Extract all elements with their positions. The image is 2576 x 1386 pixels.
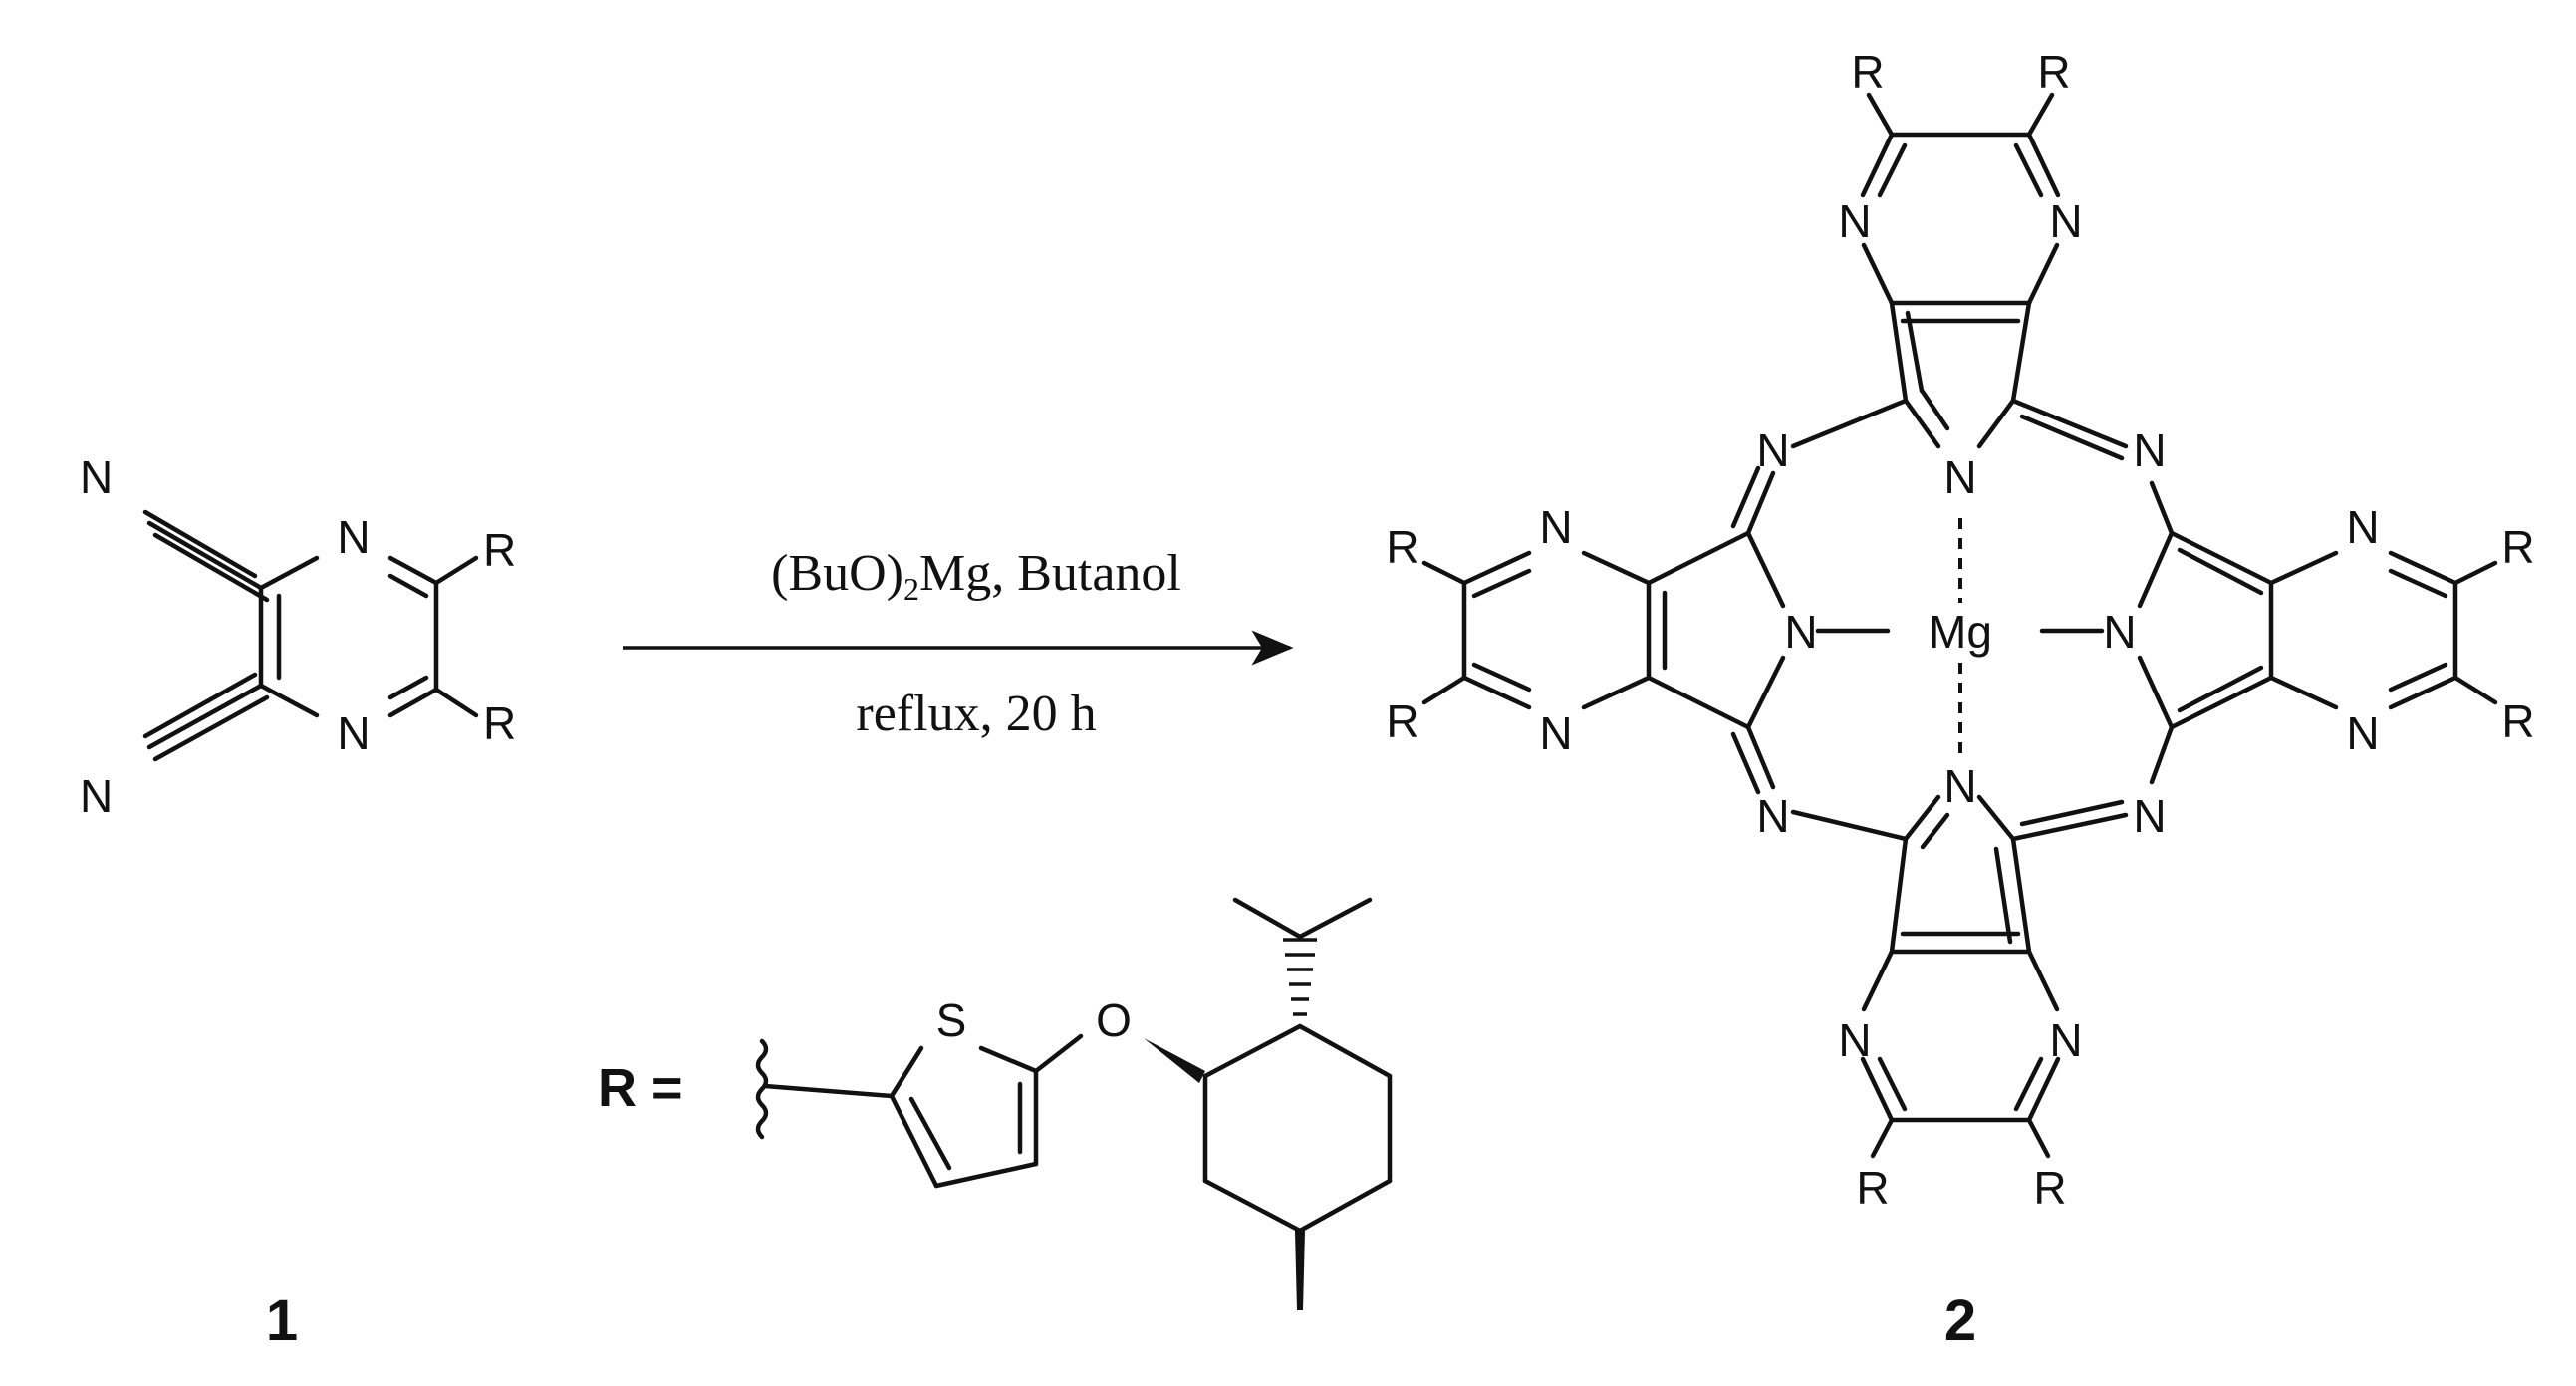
conditions-line: reflux, 20 h xyxy=(856,686,1096,742)
compound-2-pyrazine-n: N xyxy=(1838,1014,1871,1066)
compound-2-meso-n: N xyxy=(2133,790,2166,842)
compound-2-substituent-r: R xyxy=(1856,1162,1889,1214)
compound-1-substituent-r: R xyxy=(483,524,516,576)
compound-1-substituent-r: R xyxy=(483,697,516,749)
reagent-subscript: 2 xyxy=(903,571,919,607)
compound-2-pyrazine-n: N xyxy=(1838,195,1871,247)
reagent-base: (BuO) xyxy=(771,545,903,602)
compound-1-structure xyxy=(142,509,479,762)
compound-2-meso-n: N xyxy=(1756,424,1789,476)
compound-1-atom-n: N xyxy=(337,707,370,759)
compound-2-substituent-r: R xyxy=(2501,695,2534,747)
compound-2-number: 2 xyxy=(1944,1288,1976,1353)
compound-2-structure xyxy=(1421,92,2498,1159)
compound-2-pyrazine-n: N xyxy=(2346,501,2379,553)
compound-2-pyrazine-n: N xyxy=(1539,707,1572,759)
r-group-structure xyxy=(755,897,1393,1310)
hashed-bond xyxy=(1283,938,1317,1016)
compound-1-cyano-n: N xyxy=(80,770,113,822)
compound-2-pyrazine-n: N xyxy=(2346,707,2379,759)
compound-2-meso-n: N xyxy=(1756,790,1789,842)
compound-2-substituent-r: R xyxy=(1386,521,1418,573)
methyl-bond xyxy=(1295,1231,1305,1310)
compound-1-number: 1 xyxy=(266,1288,298,1353)
compound-2-central-n: N xyxy=(1943,760,1976,812)
compound-1-cyano-n: N xyxy=(80,451,113,503)
compound-2-meso-n: N xyxy=(2133,424,2166,476)
compound-2-central-n: N xyxy=(2103,606,2136,658)
compound-2-metal: Mg xyxy=(1929,606,1992,658)
compound-2-central-n: N xyxy=(1784,606,1817,658)
wedge-bond xyxy=(1144,1038,1205,1083)
compound-2-pyrazine-n: N xyxy=(2049,1014,2082,1066)
r-group-sulfur: S xyxy=(936,994,967,1046)
r-group-oxygen: O xyxy=(1096,994,1132,1046)
reagents-line: (BuO)2Mg, Butanol xyxy=(771,545,1181,607)
reagent-solvent: Mg, Butanol xyxy=(919,545,1181,602)
compound-2-central-n: N xyxy=(1943,451,1976,503)
compound-2-substituent-r: R xyxy=(2033,1162,2066,1214)
compound-2-substituent-r: R xyxy=(1386,695,1418,747)
compound-2-substituent-r: R xyxy=(1851,46,1884,98)
compound-2-substituent-r: R xyxy=(2037,46,2070,98)
compound-2-pyrazine-n: N xyxy=(1539,501,1572,553)
compound-2-substituent-r: R xyxy=(2501,521,2534,573)
compound-2-pyrazine-n: N xyxy=(2049,195,2082,247)
r-definition-label: R = xyxy=(598,1058,683,1118)
compound-1-atom-n: N xyxy=(337,511,370,563)
